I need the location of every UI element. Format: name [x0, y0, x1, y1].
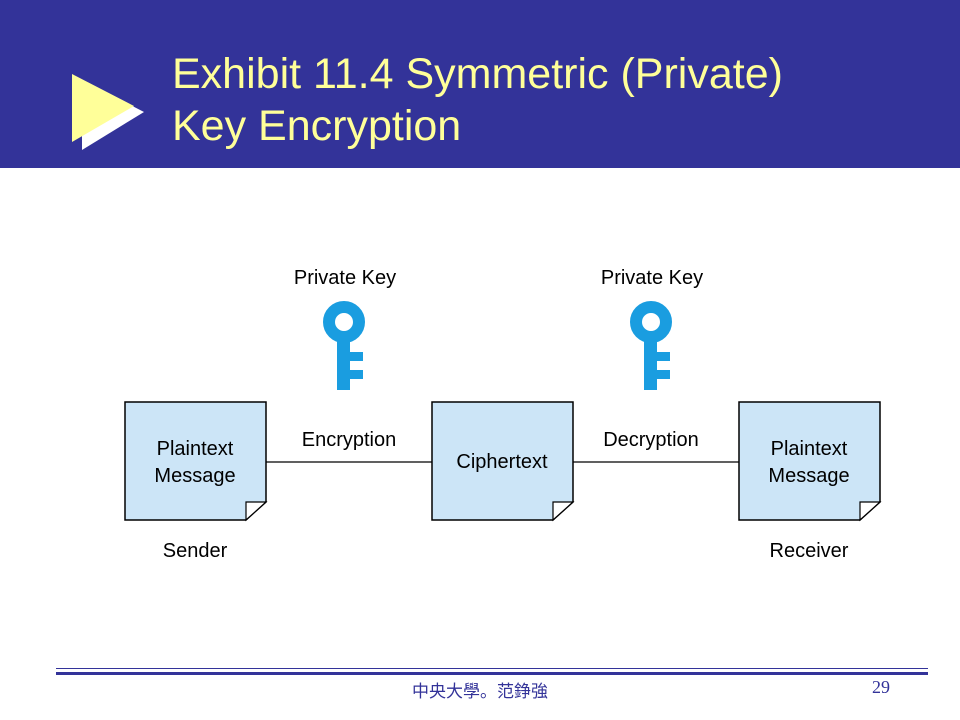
- edge-label-encryption: Encryption: [302, 429, 397, 451]
- ciphertext-box: Ciphertext: [431, 401, 575, 522]
- sender-label: Sender: [163, 540, 228, 562]
- footer-rule: [56, 668, 928, 669]
- plaintext-box-receiver-line1: Plaintext: [771, 438, 848, 460]
- key-label-right: Private Key: [601, 267, 703, 289]
- key-label-left: Private Key: [294, 267, 396, 289]
- plaintext-box-sender-line1: Plaintext: [157, 438, 234, 460]
- key-icon: [630, 301, 672, 390]
- plaintext-box-sender-line2: Message: [154, 465, 235, 487]
- slide-title: Exhibit 11.4 Symmetric (Private) Key Enc…: [172, 48, 932, 152]
- slide-title-line-2: Key Encryption: [172, 102, 462, 150]
- key-icon: [323, 301, 365, 390]
- plaintext-box-receiver: Plaintext Message: [738, 401, 882, 522]
- triangle-bullet-icon: [72, 74, 144, 150]
- edge-label-decryption: Decryption: [603, 429, 699, 451]
- plaintext-box-receiver-line2: Message: [768, 465, 849, 487]
- page-number: 29: [872, 677, 890, 697]
- ciphertext-box-line1: Ciphertext: [456, 451, 548, 473]
- slide-title-line-1: Exhibit 11.4 Symmetric (Private): [172, 50, 783, 98]
- plaintext-box-sender: Plaintext Message: [124, 401, 268, 522]
- receiver-label: Receiver: [770, 540, 849, 562]
- footer-author: 中央大學。范錚強: [412, 682, 548, 702]
- footer-rule-thick: [56, 672, 928, 675]
- slide-header: [0, 0, 960, 168]
